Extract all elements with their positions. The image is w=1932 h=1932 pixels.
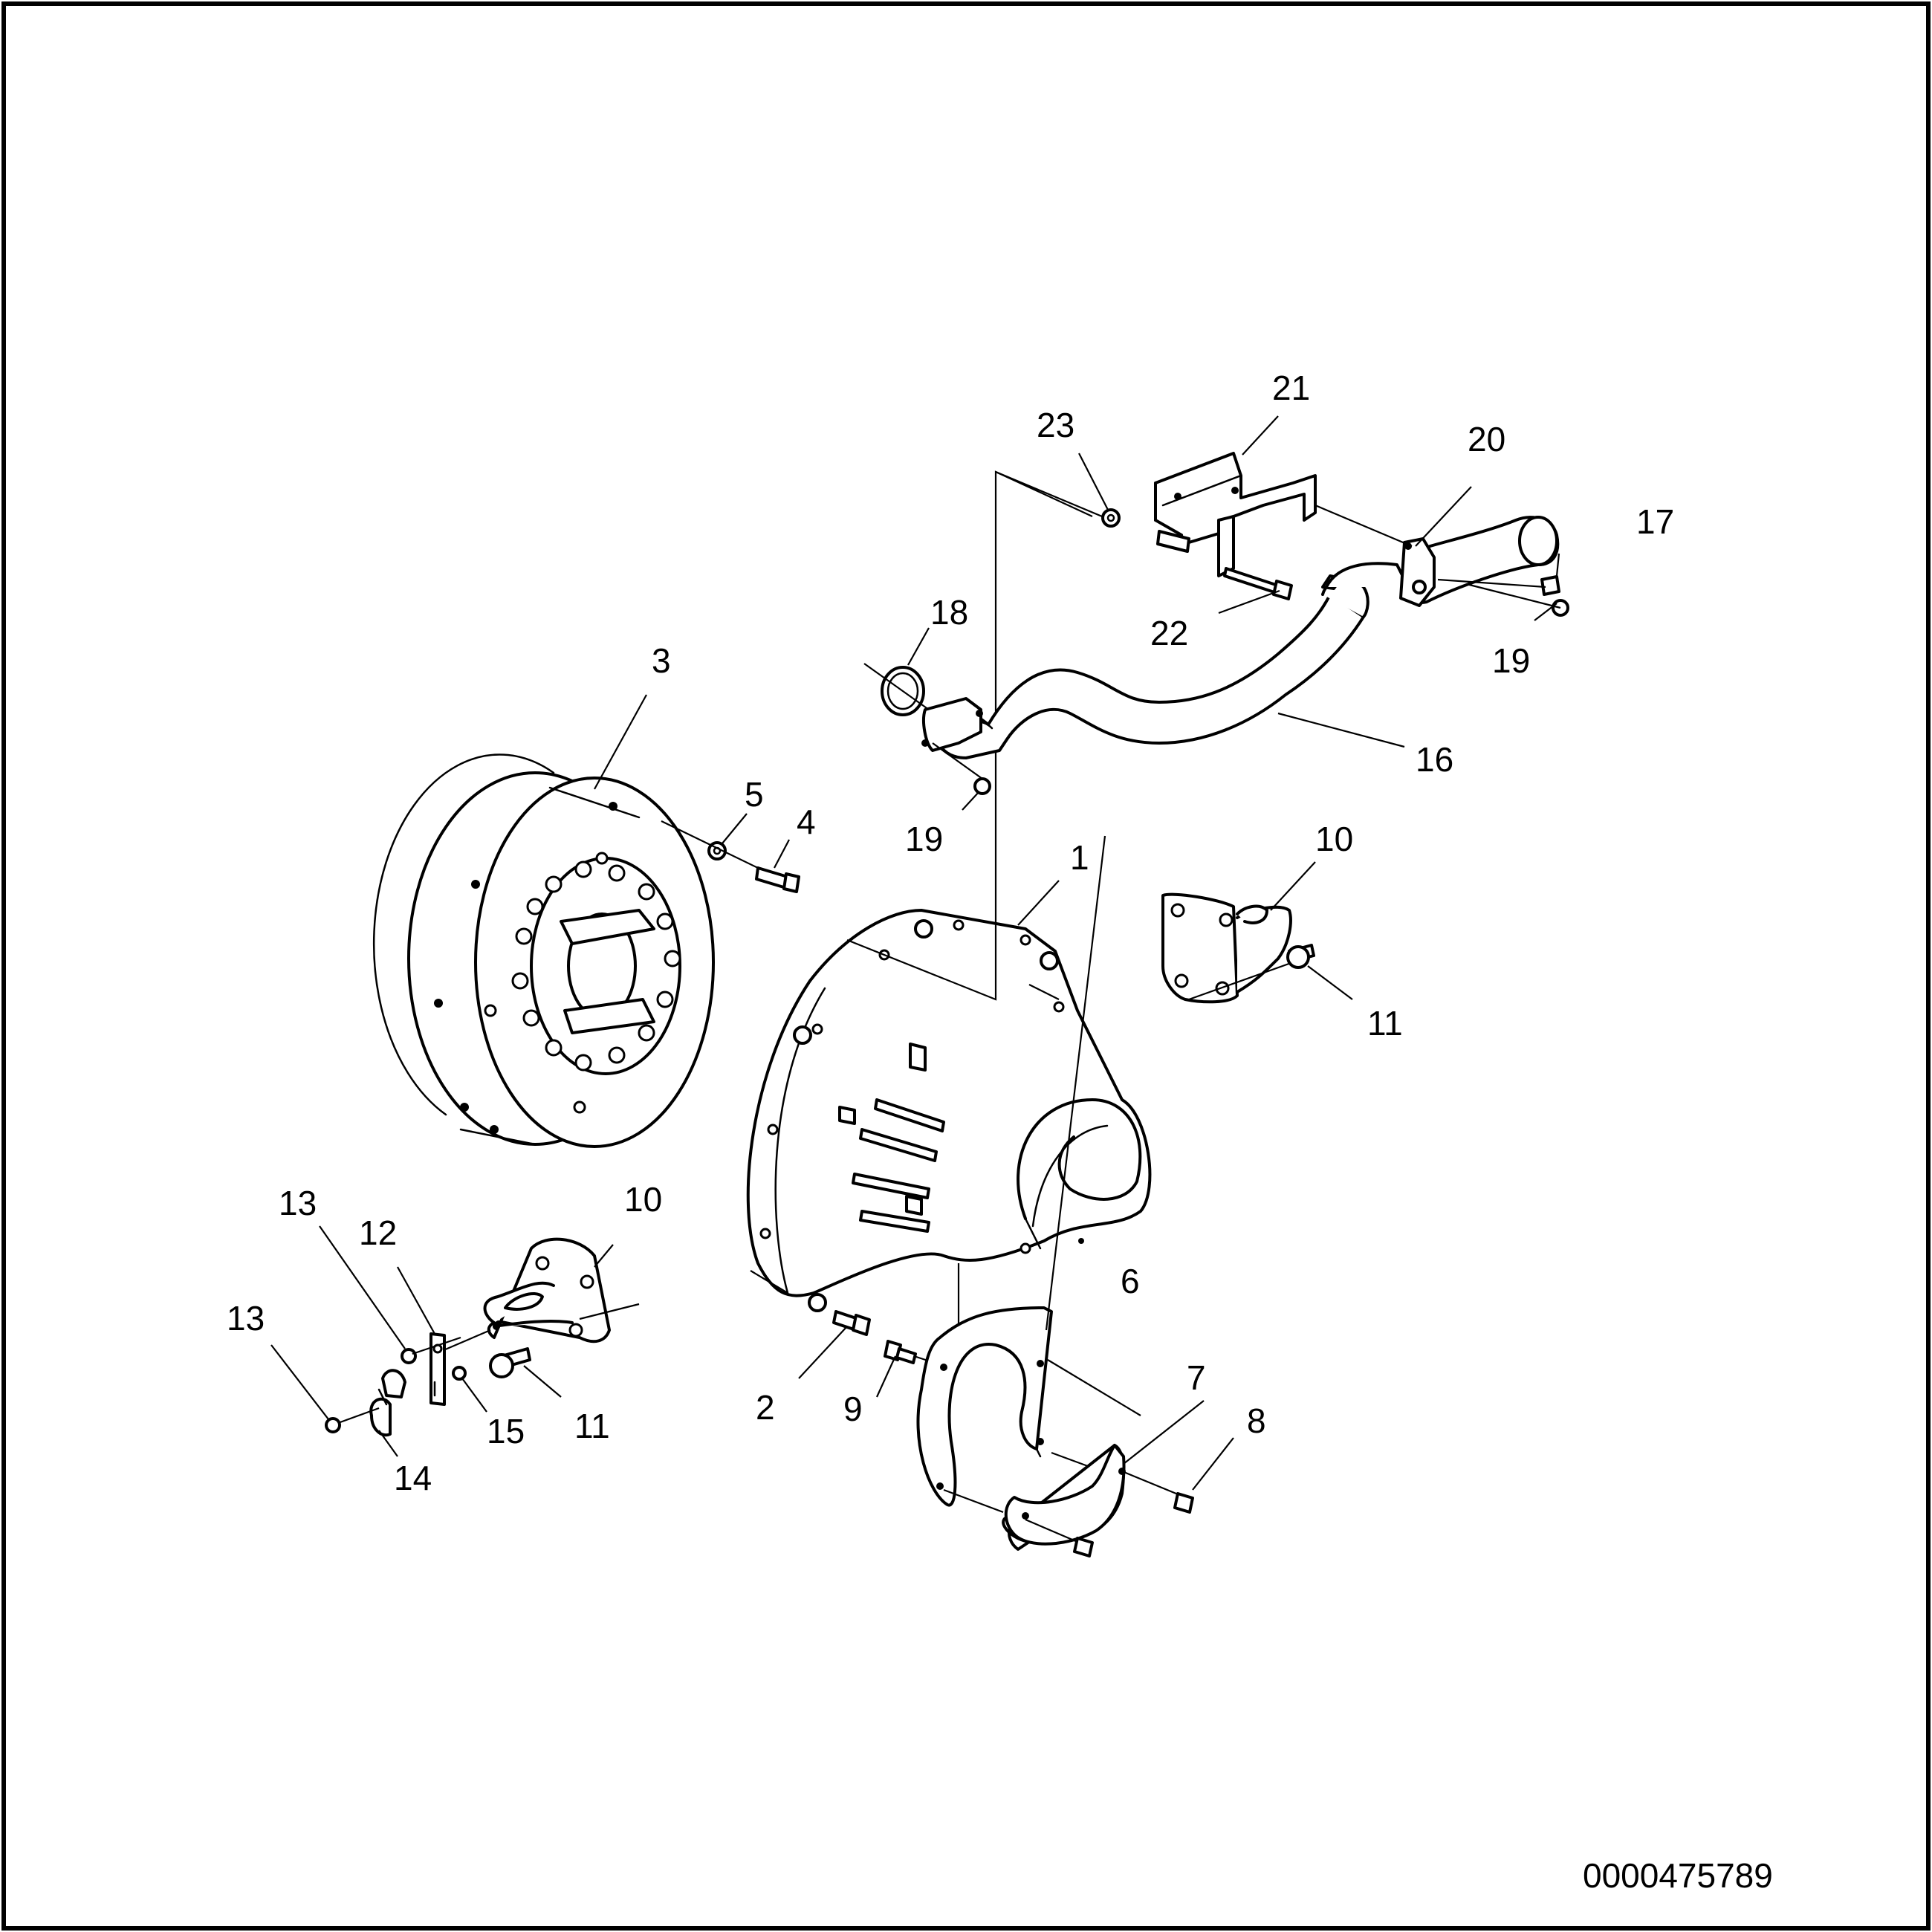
nut-part-13-lower [325,1417,341,1433]
fitting-part-17 [1540,575,1560,596]
callout-10-right: 10 [1315,820,1353,858]
callout-18: 18 [930,593,968,632]
nut-part-23 [1101,508,1121,528]
bolt-part-11-right [1286,944,1315,969]
callout-23: 23 [1037,406,1074,444]
flywheel-housing [746,909,1152,1312]
callout-2: 2 [756,1388,775,1427]
drawing-number: 0000475789 [1583,1856,1773,1895]
callout-3: 3 [652,641,671,680]
callout-7: 7 [1187,1358,1206,1397]
clamp-part-14 [369,1369,406,1437]
bolt-part-4 [755,866,800,893]
bolt-part-2 [832,1310,871,1336]
callout-9: 9 [843,1390,863,1428]
pipe-part-16 [921,562,1410,759]
callout-13-upper: 13 [279,1184,317,1222]
callout-11-left: 11 [574,1407,610,1445]
callout-19-upper: 19 [1492,641,1530,680]
callout-19-lower: 19 [905,820,943,858]
bolt-part-11-left [489,1347,531,1378]
callout-5: 5 [745,775,764,814]
bolt-lower-cover [1073,1537,1094,1557]
callout-leaders [270,415,1560,1491]
bolt-part-8 [1173,1492,1194,1514]
flywheel-bolt-circle [511,860,681,1072]
nut-part-13-upper [401,1348,417,1364]
bolt-part-9 [884,1340,917,1364]
bolt-part-19-lower [973,777,991,795]
bracket-part-21 [1154,452,1317,577]
callout-17: 17 [1636,502,1674,541]
washer-part-15 [452,1366,467,1381]
callout-22: 22 [1150,614,1188,652]
callout-12: 12 [359,1213,397,1252]
callout-10-left: 10 [624,1180,662,1219]
callout-16: 16 [1416,740,1453,779]
flywheel-coupling [372,753,715,1148]
callout-labels: 1 2 3 4 5 6 7 8 9 10 10 11 11 12 13 13 1… [227,369,1674,1497]
callout-21: 21 [1272,369,1310,407]
strap-part-12 [429,1332,446,1406]
callout-8: 8 [1247,1401,1266,1440]
cover-plate-part-6 [916,1306,1053,1507]
mounting-bracket-right [1161,892,1292,1004]
callout-13-lower: 13 [227,1299,265,1338]
callout-1: 1 [1070,838,1089,877]
callout-20: 20 [1468,420,1505,458]
bolt-part-22 [1223,567,1293,600]
mounting-bracket-left [483,1237,611,1343]
callout-4: 4 [797,803,816,841]
callout-15: 15 [487,1412,525,1450]
callout-6: 6 [1121,1262,1140,1300]
pipe-joint-part-20 [1399,516,1560,607]
callout-11-right: 11 [1367,1004,1403,1043]
callout-14: 14 [394,1459,432,1497]
